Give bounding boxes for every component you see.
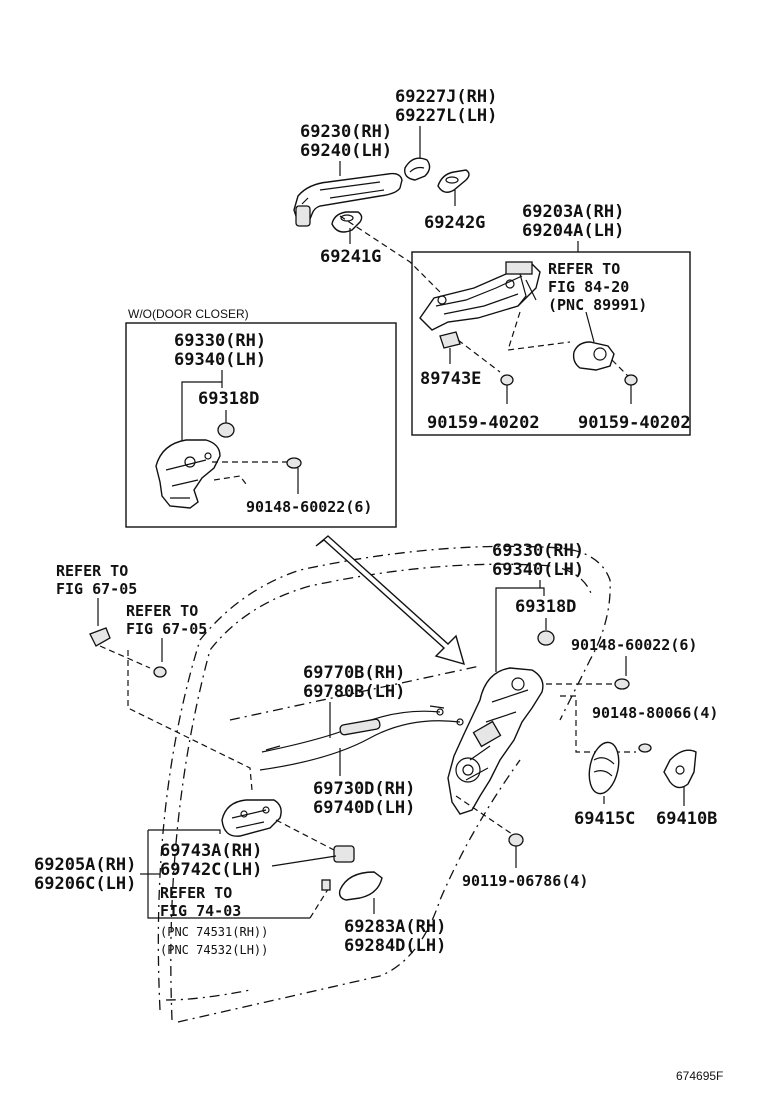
- screw-90159-left: [500, 374, 514, 404]
- inset-label-69330: 69330(RH): [174, 331, 266, 351]
- clip-67-05a-part: [89, 627, 111, 647]
- label-69205a: 69205A(RH): [34, 855, 136, 875]
- refer-84-line3: (PNC 89991): [548, 296, 647, 314]
- gasket-69242g-part: [437, 169, 470, 193]
- clip-89743e-part: [439, 331, 461, 349]
- inset-screw-part: [286, 457, 302, 494]
- cable-lower: [259, 720, 461, 771]
- main-lock-group: 69330(RH) 69340(LH) 69318D 90148-60022(6…: [447, 541, 718, 890]
- main-bush-part: [537, 630, 555, 646]
- label-69242g: 69242G: [424, 213, 485, 233]
- label-90159-left: 90159-40202: [427, 413, 540, 433]
- label-90159-right: 90159-40202: [578, 413, 691, 433]
- inset-bush-part: [217, 422, 235, 438]
- cable-group: 69770B(RH) 69780B(LH) 69730D(RH) 69740D(…: [259, 663, 464, 818]
- refer-74-03-line2: FIG 74-03: [160, 902, 241, 920]
- frame-tab-part: [505, 261, 533, 275]
- inset-label-69340: 69340(LH): [174, 350, 266, 370]
- inset-label-90148: 90148-60022(6): [246, 498, 372, 516]
- inset-box: [125, 322, 397, 528]
- main-lock-part: [447, 667, 544, 815]
- inset-arrow: [315, 535, 466, 666]
- outside-handle-group: 69227J(RH) 69227L(LH) 69230(RH) 69240(LH…: [293, 87, 497, 293]
- label-69284d: 69284D(LH): [344, 936, 446, 956]
- lock-motor-part: [472, 720, 502, 748]
- inset-title: W/O(DOOR CLOSER): [128, 307, 249, 321]
- label-69730d: 69730D(RH): [313, 779, 415, 799]
- label-69780b: 69780B(LH): [303, 682, 405, 702]
- trim-clip-part: [321, 879, 331, 891]
- label-69415c: 69415C: [574, 809, 635, 829]
- inside-handle-cover-part: [333, 845, 355, 863]
- screw-90119: [508, 833, 524, 868]
- refer-67-05b-line2: FIG 67-05: [126, 620, 207, 638]
- refer-84-line2: FIG 84-20: [548, 278, 629, 296]
- handle-bracket-part: [295, 205, 311, 227]
- label-90119: 90119-06786(4): [462, 872, 588, 890]
- label-69204a: 69204A(LH): [522, 221, 624, 241]
- pnc-74531: (PNC 74531(RH)): [160, 925, 268, 939]
- handle-cap-part: [404, 157, 431, 181]
- refer-67-05a-line1: REFER TO: [56, 562, 128, 580]
- refer-67-05b-line1: REFER TO: [126, 602, 198, 620]
- gasket-69241g-part: [331, 211, 363, 233]
- label-69743a: 69743A(RH): [160, 841, 262, 861]
- label-69203a: 69203A(RH): [522, 202, 624, 222]
- label-69227j: 69227J(RH): [395, 87, 497, 107]
- label-69230: 69230(RH): [300, 122, 392, 142]
- main-label-90148-80066: 90148-80066(4): [592, 704, 718, 722]
- clip-67-05b-part: [153, 666, 167, 678]
- label-69740d: 69740D(LH): [313, 798, 415, 818]
- inside-handle-part: [221, 799, 282, 837]
- handle-bezel-part: [338, 871, 383, 901]
- inset-arrow-shape: [315, 535, 466, 666]
- label-69770b: 69770B(RH): [303, 663, 405, 683]
- refer-74-03-line1: REFER TO: [160, 884, 232, 902]
- refer-84-line1: REFER TO: [548, 260, 620, 278]
- figure-id: 674695F: [676, 1069, 723, 1083]
- main-label-90148-60022: 90148-60022(6): [571, 636, 697, 654]
- handle-frame-group: 69203A(RH) 69204A(LH) REFER TO FIG 84-20…: [411, 202, 691, 436]
- main-screw-80066: [638, 743, 652, 753]
- refer-67-05a-line2: FIG 67-05: [56, 580, 137, 598]
- handle-frame-box: [411, 251, 691, 436]
- label-69241g: 69241G: [320, 247, 381, 267]
- main-label-69340: 69340(LH): [492, 560, 584, 580]
- cable-clamp-part: [339, 718, 381, 736]
- main-label-69318d: 69318D: [515, 597, 576, 617]
- label-69227l: 69227L(LH): [395, 106, 497, 126]
- pnc-74532: (PNC 74532(LH)): [160, 943, 268, 957]
- inside-handle-group: 69743A(RH) 69742C(LH) 69205A(RH) 69206C(…: [34, 799, 446, 957]
- label-69742c: 69742C(LH): [160, 860, 262, 880]
- inset-label-69318d: 69318D: [198, 389, 259, 409]
- striker-69410b: [663, 749, 697, 789]
- main-screw-60022: [614, 678, 630, 690]
- door-outline: [157, 545, 611, 1023]
- label-69206c: 69206C(LH): [34, 874, 136, 894]
- left-clips-group: REFER TO FIG 67-05 REFER TO FIG 67-05: [56, 562, 253, 791]
- striker-pad-69415c: [588, 741, 620, 795]
- screw-90159-right: [624, 374, 638, 404]
- label-69410b: 69410B: [656, 809, 717, 829]
- door-closer-inset: W/O(DOOR CLOSER) 69330(RH) 69340(LH) 693…: [125, 307, 397, 528]
- label-69240: 69240(LH): [300, 141, 392, 161]
- label-89743e: 89743E: [420, 369, 481, 389]
- main-label-69330: 69330(RH): [492, 541, 584, 561]
- inset-lock-part: [155, 439, 221, 509]
- label-69283a: 69283A(RH): [344, 917, 446, 937]
